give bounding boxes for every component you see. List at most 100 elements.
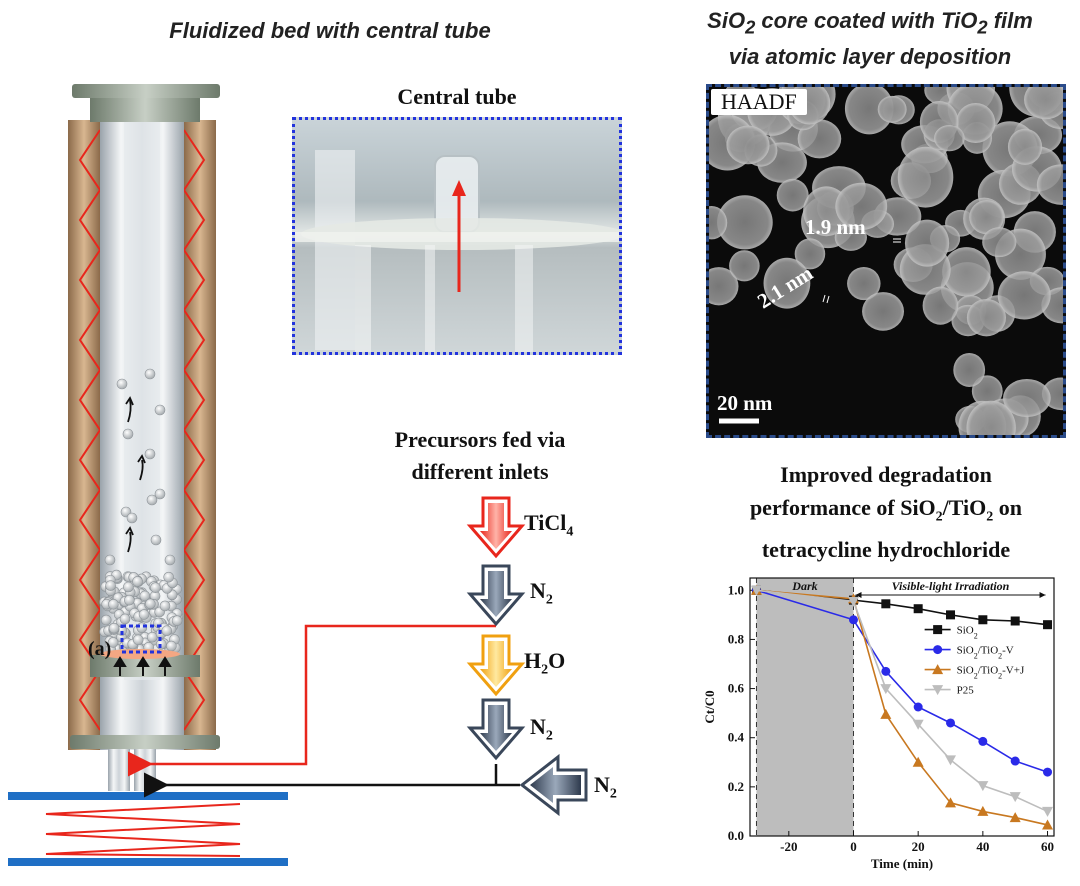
bed-particle (166, 640, 177, 652)
bed-particle (132, 634, 144, 646)
rising-particle (144, 448, 156, 460)
tem-particle (904, 219, 950, 267)
precursors-heading: Precursors fed via different inlets (330, 424, 630, 488)
tem-particle (971, 375, 1003, 407)
right-title-line2: via atomic layer deposition (728, 44, 1012, 70)
data-point (977, 781, 989, 792)
rising-particle (104, 554, 116, 566)
tem-particle (942, 247, 991, 297)
rising-particle (164, 554, 176, 566)
data-point (912, 719, 924, 730)
data-point (880, 708, 892, 719)
data-point (880, 684, 892, 695)
bed-particle (163, 571, 174, 583)
tem-particle (969, 200, 1004, 235)
label-n2-3: N2 (594, 772, 617, 802)
data-point (1010, 616, 1020, 626)
legend-item: P25 (924, 685, 975, 697)
rising-particle (150, 534, 162, 546)
data-point (847, 596, 859, 607)
legend-label: P25 (957, 685, 975, 697)
top-flange (72, 84, 220, 98)
data-point (1009, 812, 1021, 823)
arrow-n2-1 (466, 564, 526, 627)
tem-particle (953, 352, 986, 387)
tem-particle (877, 95, 907, 123)
tem-particle (982, 227, 1017, 258)
bed-particle (107, 637, 119, 648)
arrow-h2o (466, 634, 526, 697)
dark-region (756, 578, 854, 836)
precursors-line2: different inlets (411, 459, 549, 484)
label-h2o: H2O (524, 648, 566, 678)
haadf-badge: HAADF (711, 89, 807, 115)
tem-particle (966, 298, 1006, 337)
bed-particle (138, 609, 150, 620)
left-title: Fluidized bed with central tube (169, 18, 491, 43)
data-point (913, 604, 923, 614)
rising-particle (116, 378, 128, 390)
scale-label: 20 nm (717, 391, 773, 415)
bed-particle (124, 594, 135, 606)
y-tick-label: 0.6 (728, 681, 745, 696)
tem-particle (844, 87, 894, 135)
tem-particle (729, 250, 760, 282)
legend-marker (933, 645, 943, 655)
tem-particle (847, 266, 881, 301)
data-point (1010, 756, 1020, 766)
tem-particle (997, 271, 1051, 320)
top-cap (90, 98, 200, 122)
data-point (1009, 792, 1021, 803)
tem-particle (862, 292, 905, 331)
measurement-1: 1.9 nm (805, 215, 866, 239)
rising-particle (154, 404, 166, 416)
data-point (946, 610, 956, 620)
label-n2-2: N2 (530, 714, 553, 744)
data-point (881, 666, 891, 676)
series-line (756, 589, 1048, 626)
bed-particle (100, 614, 112, 626)
tem-particle (794, 238, 826, 270)
bed-particle (159, 600, 171, 612)
region-a-box (120, 624, 162, 654)
legend-item: SiO2 (924, 625, 978, 640)
tem-particle (709, 205, 728, 240)
perf-line1: Improved degradation (780, 462, 992, 487)
region-a-label: (a) (88, 638, 112, 660)
gas-flow-arrows (113, 656, 172, 676)
tem-particle (709, 267, 739, 306)
bed-particle (132, 576, 143, 587)
y-tick-label: 1.0 (728, 582, 744, 597)
x-tick-label: 60 (1041, 839, 1054, 854)
rising-particle (154, 488, 166, 500)
tem-particle (1003, 378, 1051, 418)
bed-particle (105, 580, 116, 591)
series-3 (750, 585, 1054, 817)
tem-particle (897, 146, 954, 208)
y-axis-label: Ct/C0 (702, 690, 717, 723)
feed-line-red (128, 624, 496, 777)
plot-frame (749, 577, 1055, 837)
bed-particle (145, 598, 156, 610)
bed-particle (108, 622, 120, 634)
bottom-heater-plate-top (8, 792, 288, 800)
label-ticl4: TiCl4 (524, 510, 574, 540)
series-1 (751, 585, 1053, 777)
precursors-line1: Precursors fed via (394, 427, 566, 452)
data-point (881, 599, 891, 609)
data-point (1043, 767, 1053, 777)
tem-particle (1024, 87, 1063, 120)
right-title-mid: core coated with TiO (755, 8, 978, 33)
bed-particle (139, 590, 151, 602)
tem-particle (835, 182, 888, 231)
label-n2-1: N2 (530, 578, 553, 608)
tem-particle (955, 103, 996, 143)
data-point (848, 615, 858, 625)
x-axis-label: Time (min) (871, 856, 933, 871)
data-point (1042, 806, 1054, 817)
data-point (977, 805, 989, 816)
tem-particle (966, 400, 1016, 435)
data-point (912, 756, 924, 767)
